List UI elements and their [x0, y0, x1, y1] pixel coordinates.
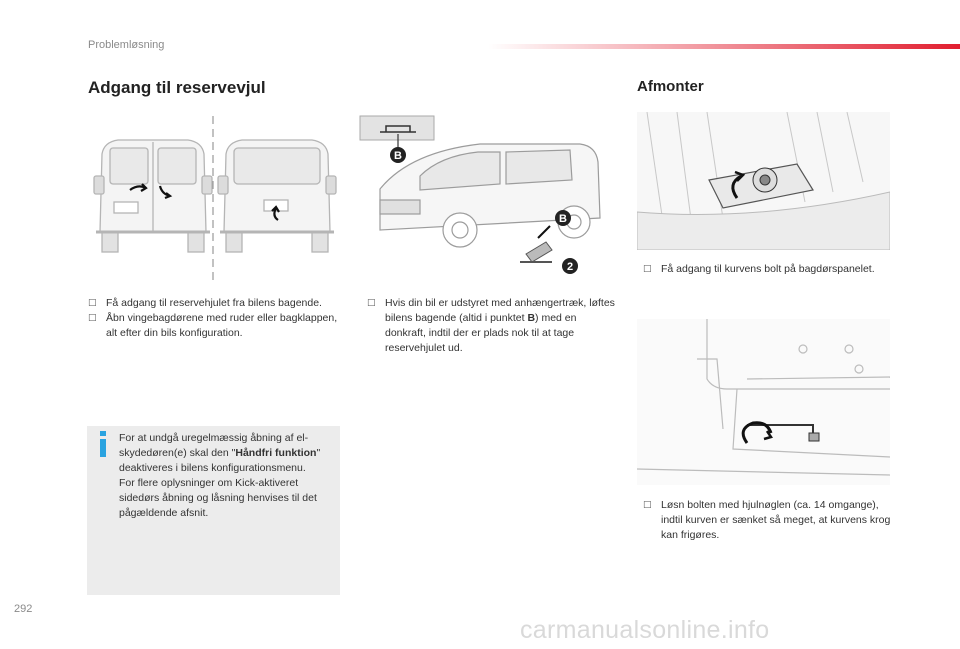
bullet-icon: □ [643, 264, 652, 274]
section-title-afmonter: Afmonter [637, 78, 704, 95]
col1-bullets: □Få adgang til reservehjulet fra bilens … [88, 296, 340, 341]
bullet-icon: □ [88, 313, 97, 323]
watermark: carmanualsonline.info [520, 616, 770, 644]
list-item: □Åbn vingebagdørene med ruder eller bagk… [88, 312, 338, 339]
van-jack-illustration: B B 2 [350, 114, 612, 284]
side-bullet-1: □Få adgang til kurvens bolt på bagdørspa… [643, 262, 893, 277]
floor-bolt-illustration [637, 112, 890, 250]
list-item: □Løsn bolten med hjulnøglen (ca. 14 omga… [643, 499, 891, 541]
bullet-icon: □ [88, 298, 97, 308]
section-label: Problemløsning [88, 39, 165, 51]
page-number: 292 [14, 603, 33, 615]
step-2-label: 2 [567, 261, 573, 273]
info-icon [100, 431, 106, 457]
info-paragraph-1: For at undgå uregelmæssig åbning af el-s… [119, 432, 321, 474]
info-text: For at undgå uregelmæssig åbning af el-s… [119, 431, 329, 521]
b-callout-label: B [394, 150, 402, 162]
list-item: □Hvis din bil er udstyret med anhængertr… [367, 297, 615, 354]
info-paragraph-2: For flere oplysninger om Kick-aktiveret … [119, 477, 317, 519]
van-rear-illustration [88, 114, 343, 284]
header-rule [488, 44, 960, 49]
page-title: Adgang til reservevjul [88, 78, 266, 97]
info-box [87, 426, 340, 595]
side-bullet-2: □Løsn bolten med hjulnøglen (ca. 14 omga… [643, 498, 893, 543]
list-item: □Få adgang til reservehjulet fra bilens … [88, 297, 322, 309]
col2-bullets: □Hvis din bil er udstyret med anhængertr… [367, 296, 619, 356]
bullet-icon: □ [367, 298, 376, 308]
b-point-label: B [559, 213, 567, 225]
bullet-icon: □ [643, 500, 652, 510]
list-item: □Få adgang til kurvens bolt på bagdørspa… [643, 263, 875, 275]
basket-wrench-illustration [637, 319, 890, 485]
